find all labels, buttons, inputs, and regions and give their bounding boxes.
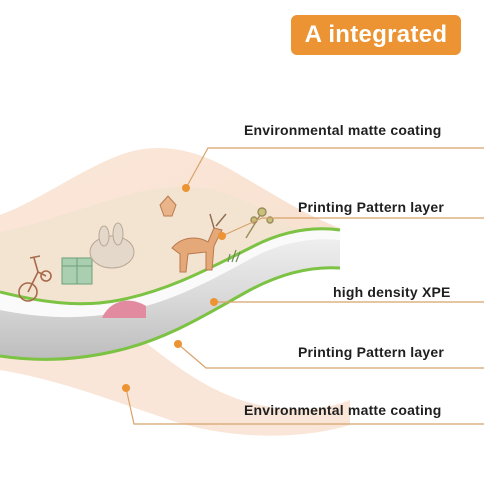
leader-dot-4 <box>174 340 182 348</box>
bicycle-icon <box>18 255 52 302</box>
leader-dot-1 <box>182 184 190 192</box>
grass-tuft-icon <box>102 300 146 318</box>
leader-line-4 <box>177 343 484 369</box>
flower-icon <box>227 249 241 263</box>
leader-line-2 <box>221 217 484 237</box>
leader-line-1 <box>185 147 484 189</box>
deer-icon <box>171 213 227 273</box>
top-green-edge <box>0 227 341 306</box>
leader-dots <box>122 184 226 392</box>
layer-label-bottom-printing-pattern: Printing Pattern layer <box>298 344 444 360</box>
leader-line-5 <box>125 387 484 425</box>
rabbit-icon <box>89 222 135 269</box>
layer-label-bottom-matte-coating: Environmental matte coating <box>244 402 442 418</box>
leader-dot-5 <box>122 384 130 392</box>
xpe-core-top-band <box>0 228 340 318</box>
layer-label-top-printing-pattern: Printing Pattern layer <box>298 199 444 215</box>
leader-dot-3 <box>210 298 218 306</box>
bottom-green-edge <box>0 266 341 361</box>
gift-box-icon <box>61 257 93 285</box>
layer-label-xpe-core: high density XPE <box>333 284 451 300</box>
integrated-badge: A integrated <box>291 15 461 55</box>
fox-icon <box>159 195 177 217</box>
leader-dot-2 <box>218 232 226 240</box>
leader-lines <box>125 147 484 425</box>
layer-label-top-matte-coating: Environmental matte coating <box>244 122 442 138</box>
